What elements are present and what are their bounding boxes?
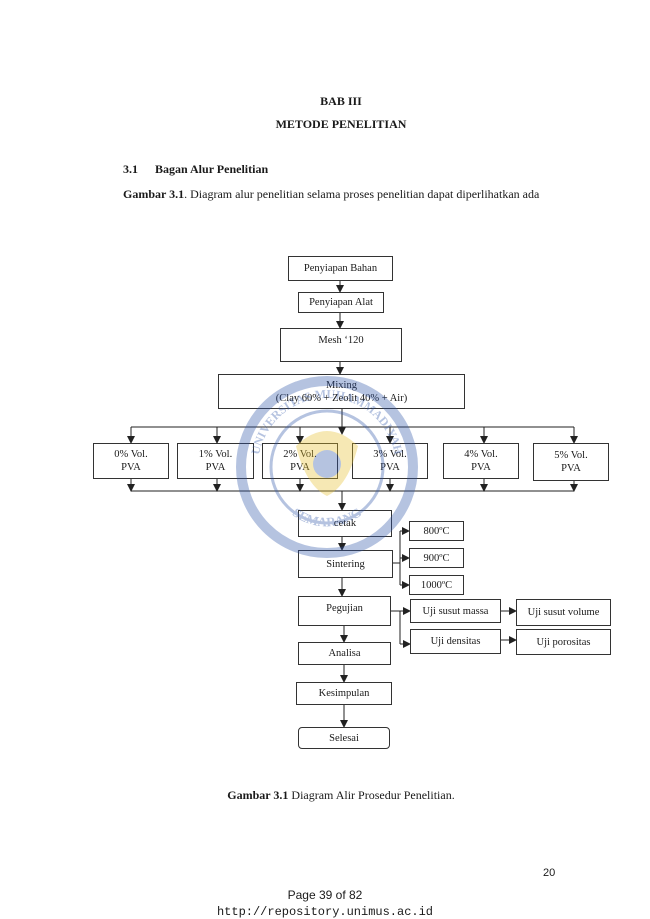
flow-analysis: Analisa [298, 642, 391, 665]
chapter-label: BAB III [320, 94, 362, 108]
flow-prep-material: Penyiapan Bahan [288, 256, 393, 281]
flow-pva-1: 1% Vol. PVA [177, 443, 254, 479]
chapter-title: METODE PENELITIAN [275, 117, 407, 131]
intro-figure-ref: Gambar 3.1 [123, 187, 185, 201]
footer-page-indicator: Page 39 of 82 [287, 888, 363, 902]
flow-pva-3: 3% Vol. PVA [352, 443, 428, 479]
flow-test-volume: Uji susut volume [516, 599, 611, 626]
caption-text: Diagram Alir Prosedur Penelitian. [288, 788, 455, 802]
page-number: 20 [543, 867, 556, 879]
section-number: 3.1 [123, 162, 138, 176]
flow-pva-5: 5% Vol. PVA [533, 443, 609, 481]
section-title: Bagan Alur Penelitian [155, 162, 269, 176]
flow-temp-1000: 1000ºC [409, 575, 464, 595]
flow-pva-4: 4% Vol. PVA [443, 443, 519, 479]
flow-mixing: Mixing (Clay 60% + Zeolit 40% + Air) [218, 374, 465, 409]
flow-conclusion: Kesimpulan [296, 682, 392, 705]
flow-test-porosity: Uji porositas [516, 629, 611, 655]
footer-repository-url[interactable]: http://repository.unimus.ac.id [216, 905, 434, 919]
flow-mesh: Mesh ‘120 [280, 328, 402, 362]
flow-temp-800: 800ºC [409, 521, 464, 541]
caption-figure-ref: Gambar 3.1 [227, 788, 289, 802]
flow-testing: Pegujian [298, 596, 391, 626]
intro-paragraph: Gambar 3.1. Diagram alur penelitian sela… [123, 182, 573, 206]
flow-sintering: Sintering [298, 550, 393, 578]
flow-temp-900: 900ºC [409, 548, 464, 568]
flow-pva-2: 2% Vol. PVA [262, 443, 338, 479]
flow-test-mass: Uji susut massa [410, 599, 501, 623]
flow-mold: cetak [298, 510, 392, 537]
figure-caption: Gambar 3.1 Diagram Alir Prosedur Penelit… [0, 788, 650, 803]
flow-end: Selesai [298, 727, 390, 749]
intro-text: . Diagram alur penelitian selama proses … [184, 187, 540, 201]
flow-test-density: Uji densitas [410, 629, 501, 654]
section-heading: 3.1 Bagan Alur Penelitian [123, 162, 268, 177]
flow-pva-0: 0% Vol. PVA [93, 443, 169, 479]
flow-prep-tools: Penyiapan Alat [298, 292, 384, 313]
